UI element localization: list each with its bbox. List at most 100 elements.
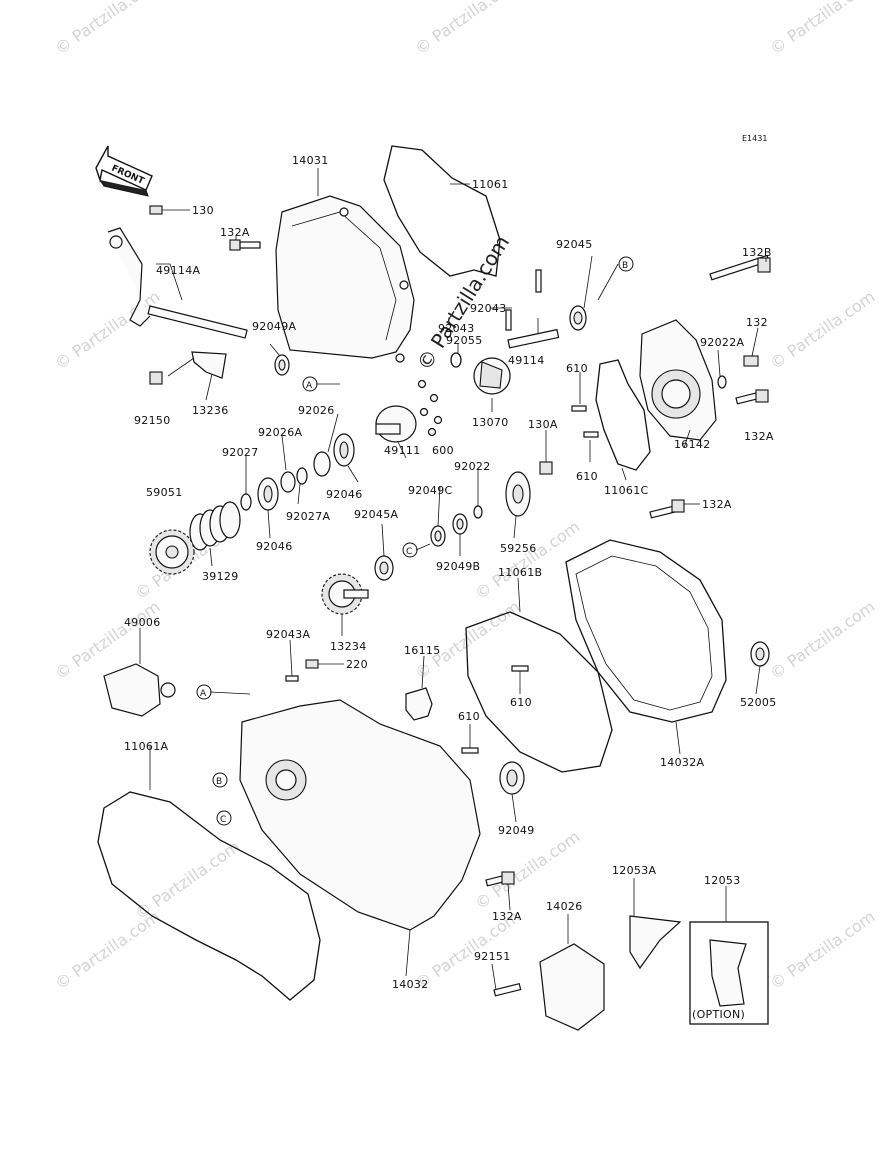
watermark: © Partzilla.com xyxy=(766,597,878,683)
label-49114a: 49114A xyxy=(156,264,200,277)
label-92026: 92026 xyxy=(298,404,335,417)
svg-text:B: B xyxy=(216,777,222,787)
front-arrow-icon: FRONT xyxy=(95,145,153,197)
label-92150: 92150 xyxy=(134,414,171,427)
bearing-92046-a xyxy=(333,433,355,467)
gasket-11061b xyxy=(465,611,613,773)
label-92027a: 92027A xyxy=(286,510,330,523)
label-11061a: 11061A xyxy=(124,740,168,753)
cover-14026 xyxy=(539,943,605,1031)
label-92049: 92049 xyxy=(498,824,535,837)
svg-text:C: C xyxy=(406,547,412,557)
watermark: © Partzilla.com xyxy=(766,0,878,58)
label-92049b: 92049B xyxy=(436,560,480,573)
guide-12053 xyxy=(709,939,747,1007)
watermark: © Partzilla.com xyxy=(471,517,583,603)
watermark: © Partzilla.com xyxy=(766,287,878,373)
pin-92043 xyxy=(535,269,542,293)
label-59051: 59051 xyxy=(146,486,183,499)
label-132a-right: 132A xyxy=(744,430,774,443)
gasket-11061 xyxy=(383,145,501,277)
svg-text:B: B xyxy=(622,261,628,271)
label-16115: 16115 xyxy=(404,644,441,657)
bolt-132a-top xyxy=(229,239,261,251)
svg-text:C: C xyxy=(220,815,226,825)
watermark: © Partzilla.com xyxy=(131,837,243,923)
clutch-cover-14032a xyxy=(565,539,727,723)
bolt-132a-mid xyxy=(649,499,685,519)
option-label: (OPTION) xyxy=(692,1008,745,1021)
ref-marker-b-left: B xyxy=(212,772,228,788)
bearing-92045a xyxy=(374,555,394,581)
part-49006 xyxy=(103,663,176,717)
label-14032: 14032 xyxy=(392,978,429,991)
label-132a-mid: 132A xyxy=(702,498,732,511)
label-92026a: 92026A xyxy=(258,426,302,439)
label-13236: 13236 xyxy=(192,404,229,417)
label-130: 130 xyxy=(192,204,214,217)
ref-marker-a-top: A xyxy=(302,376,318,392)
impeller-13070 xyxy=(473,357,511,395)
bolt-92151 xyxy=(493,982,522,997)
oil-seal-92049c xyxy=(430,525,446,547)
svg-text:A: A xyxy=(306,381,313,391)
washer-92027a xyxy=(296,467,308,485)
washer-92022a xyxy=(717,375,727,389)
pin-610-b xyxy=(583,431,599,438)
washer-92022 xyxy=(473,505,483,519)
leader-lines xyxy=(139,168,767,991)
bolt-130 xyxy=(149,205,190,215)
label-13070: 13070 xyxy=(472,416,509,429)
label-220: 220 xyxy=(346,658,368,671)
label-92043-b: 92043 xyxy=(438,322,475,335)
cap-52005 xyxy=(750,641,770,667)
label-610-b: 610 xyxy=(576,470,598,483)
label-11061b: 11061B xyxy=(498,566,542,579)
label-49111: 49111 xyxy=(384,444,421,457)
label-13234: 13234 xyxy=(330,640,367,653)
label-92055: 92055 xyxy=(446,334,483,347)
oil-seal-92049a xyxy=(274,354,290,376)
label-12053a: 12053A xyxy=(612,864,656,877)
bearing-92045 xyxy=(569,305,587,331)
label-14026: 14026 xyxy=(546,900,583,913)
bolt-132a-bot xyxy=(485,871,515,887)
bolt-130a xyxy=(539,461,553,475)
pin-92043-b xyxy=(505,309,512,331)
label-92027: 92027 xyxy=(222,446,259,459)
governor-49111 xyxy=(375,405,417,443)
label-52005: 52005 xyxy=(740,696,777,709)
label-600: 600 xyxy=(432,444,454,457)
label-130a: 130A xyxy=(528,418,558,431)
option-box xyxy=(689,921,769,1025)
label-39129: 39129 xyxy=(202,570,239,583)
label-132b: 132B xyxy=(742,246,772,259)
label-12053: 12053 xyxy=(704,874,741,887)
label-610-c: 610 xyxy=(510,696,532,709)
label-92043a: 92043A xyxy=(266,628,310,641)
bolt-132b xyxy=(709,254,771,281)
washer-92027 xyxy=(240,493,252,511)
label-11061: 11061 xyxy=(472,178,509,191)
label-49114: 49114 xyxy=(508,354,545,367)
label-92022: 92022 xyxy=(454,460,491,473)
label-132: 132 xyxy=(746,316,768,329)
impeller-59256 xyxy=(505,471,531,517)
shaft-49114a xyxy=(107,227,248,339)
label-92046-a: 92046 xyxy=(326,488,363,501)
label-59256: 59256 xyxy=(500,542,537,555)
spring-39129 xyxy=(189,501,241,551)
shaft-49114 xyxy=(507,328,560,349)
label-16142: 16142 xyxy=(674,438,711,451)
ref-marker-b-top: B xyxy=(618,256,634,272)
ref-marker-c-mid: C xyxy=(402,542,418,558)
diagram-code: E1431 xyxy=(742,134,767,143)
clutch-cover-14031 xyxy=(275,195,415,363)
label-92049c: 92049C xyxy=(408,484,452,497)
label-92022a: 92022A xyxy=(700,336,744,349)
label-92043: 92043 xyxy=(470,302,507,315)
bolt-132 xyxy=(743,355,759,367)
label-132a-top: 132A xyxy=(220,226,250,239)
watermark: © Partzilla.com xyxy=(411,0,523,58)
